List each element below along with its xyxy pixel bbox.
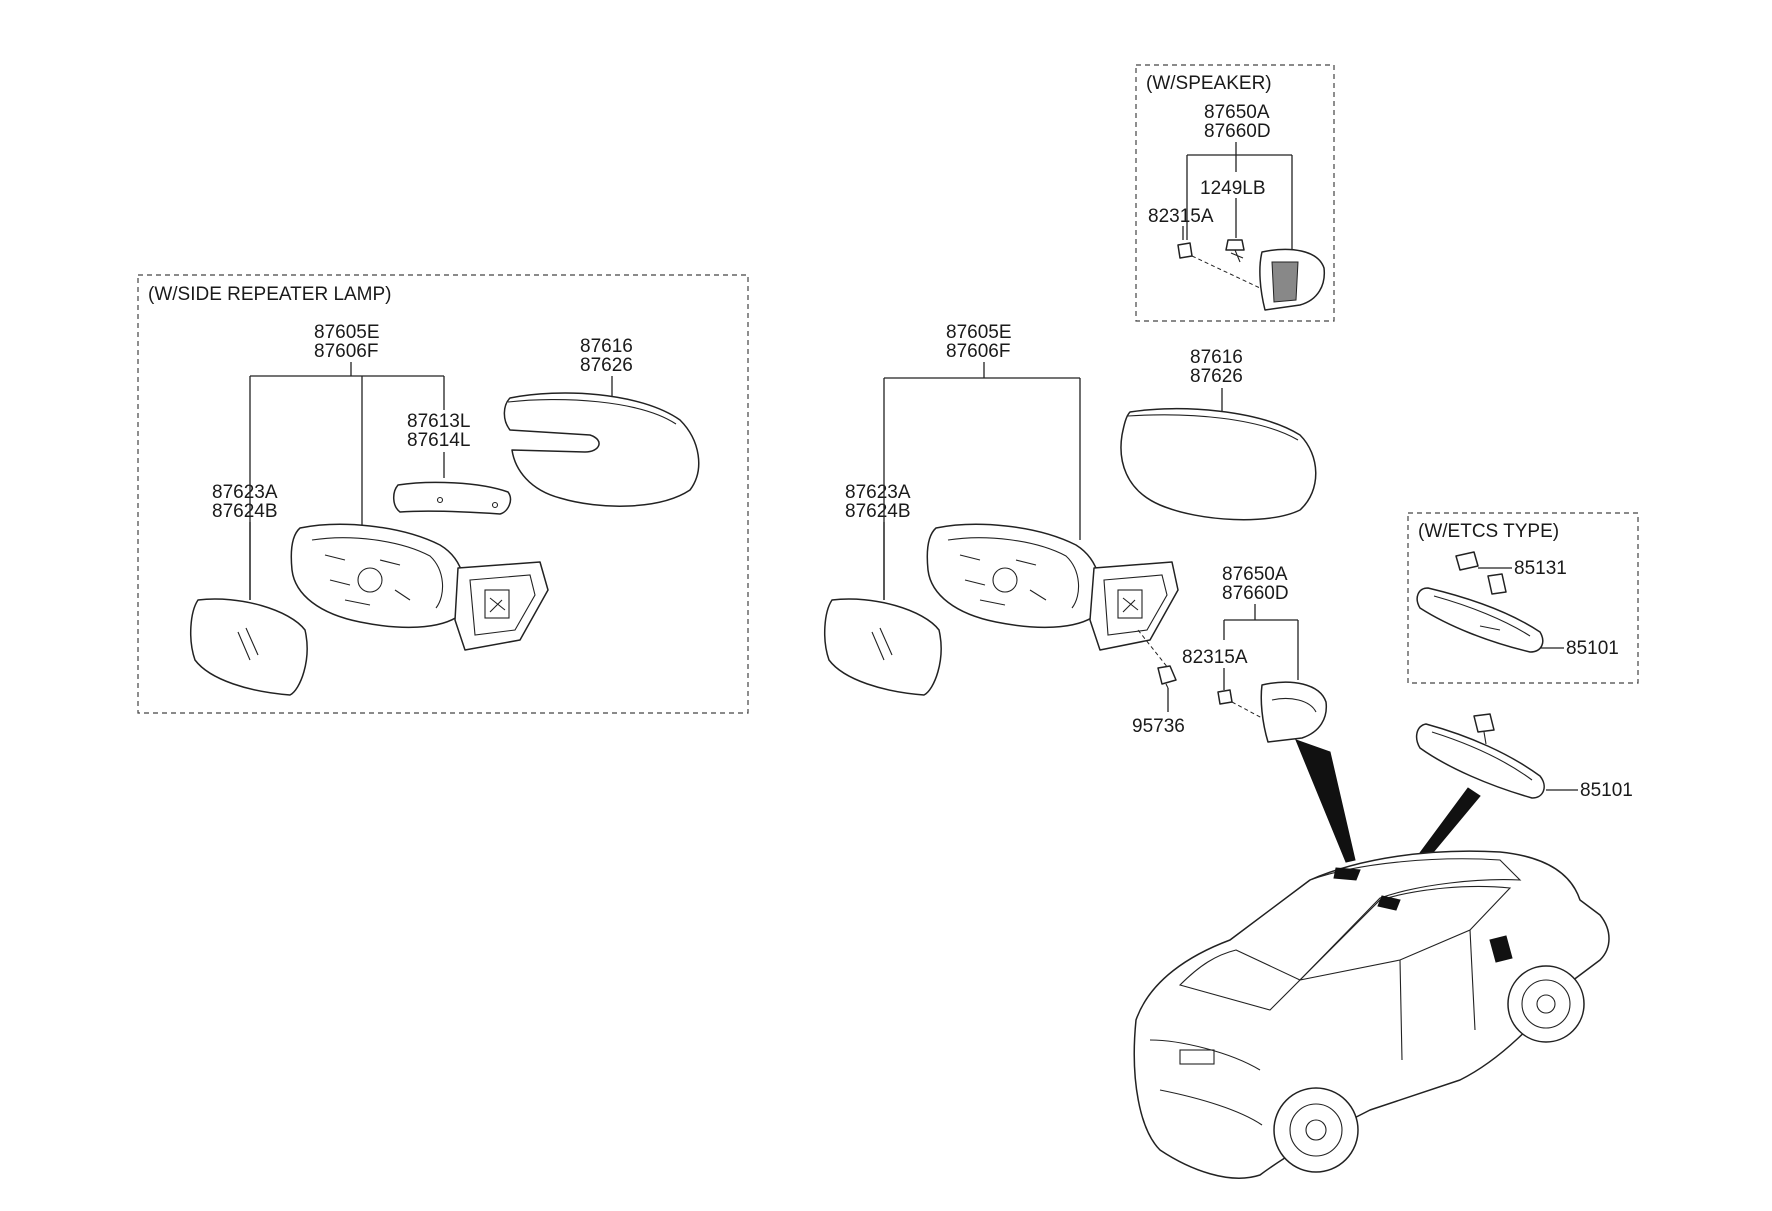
- car-roof-marker-2: [1377, 895, 1401, 911]
- car-license-plate: [1179, 1049, 1215, 1065]
- part-number-85131: 85131: [1514, 558, 1567, 579]
- car-roofline: [1229, 858, 1522, 981]
- part-number-87623A: 87623A: [212, 482, 278, 503]
- part-number-87605E-std: 87605E: [946, 322, 1012, 343]
- part-number-87650A-speaker: 87650A: [1204, 102, 1270, 123]
- side-repeater-group-box: [137, 274, 749, 714]
- part-number-87623A-std: 87623A: [845, 482, 911, 503]
- part-number-1249LB: 1249LB: [1200, 178, 1266, 199]
- mirror-cover: [503, 392, 700, 507]
- speaker-group-title: (W/SPEAKER): [1146, 73, 1272, 94]
- part-number-87626: 87626: [580, 355, 633, 376]
- car-roof-marker-1: [1333, 867, 1361, 881]
- part-number-85101-etcs: 85101: [1566, 638, 1619, 659]
- rearview-mirror: [1415, 713, 1545, 799]
- clip-82315A: [1217, 689, 1263, 719]
- leader-87605E: [249, 362, 445, 600]
- part-number-87606F: 87606F: [314, 341, 378, 362]
- part-number-87650A-std: 87650A: [1222, 564, 1288, 585]
- speaker-clip: [1177, 242, 1261, 289]
- mirror-glass-std: [824, 598, 942, 696]
- leader-87650A-speaker: [1186, 142, 1293, 250]
- speaker-triangle-cover: [1259, 248, 1326, 311]
- speaker-group-box: [1135, 64, 1335, 322]
- part-number-87616-std: 87616: [1190, 347, 1243, 368]
- mirror-housing: [290, 523, 549, 651]
- part-number-87605E: 87605E: [314, 322, 380, 343]
- triangle-cover: [1260, 681, 1328, 743]
- part-number-87660D-std: 87660D: [1222, 583, 1289, 604]
- etcs-rearview-mirror: [1416, 587, 1544, 653]
- car-trunk-lines: [1149, 1039, 1263, 1126]
- side-repeater-lamp: [393, 481, 512, 515]
- mirror-housing-std: [926, 523, 1179, 669]
- part-number-87613L: 87613L: [407, 411, 470, 432]
- car-side-mirror: [1489, 935, 1513, 963]
- etcs-group-title: (W/ETCS TYPE): [1418, 521, 1559, 542]
- side-repeater-group: (W/SIDE REPEATER LAMP) 87605E 87606F 876…: [137, 274, 749, 714]
- part-number-82315A-speaker: 82315A: [1148, 206, 1214, 227]
- car-door-lines: [1399, 929, 1476, 1061]
- standard-mirror-group: 87605E 87606F 87616 87626 87623A 87624B …: [824, 322, 1633, 801]
- leader-87650A-std: [1223, 604, 1299, 680]
- car-front-wheel: [1507, 965, 1585, 1043]
- car-illustration: [1133, 739, 1610, 1179]
- speaker-screw: [1225, 239, 1245, 263]
- part-number-87660D-speaker: 87660D: [1204, 121, 1271, 142]
- mirror-glass: [190, 598, 308, 696]
- screw-95736: [1157, 665, 1177, 689]
- part-number-87616: 87616: [580, 336, 633, 357]
- leader-87605E-std: [883, 362, 1081, 600]
- part-number-87624B-std: 87624B: [845, 501, 911, 522]
- part-number-87614L: 87614L: [407, 430, 470, 451]
- part-number-87626-std: 87626: [1190, 366, 1243, 387]
- car-rear-wheel: [1273, 1087, 1359, 1173]
- part-number-95736: 95736: [1132, 716, 1185, 737]
- speaker-group: (W/SPEAKER) 87650A 87660D 1249LB 82315A: [1135, 64, 1335, 322]
- car-rear-window: [1178, 949, 1301, 1011]
- etcs-module: [1455, 551, 1507, 595]
- part-number-87624B: 87624B: [212, 501, 278, 522]
- part-number-85101: 85101: [1580, 780, 1633, 801]
- pointer-to-triangle-cover: [1295, 739, 1356, 863]
- part-number-87606F-std: 87606F: [946, 341, 1010, 362]
- part-number-82315A-std: 82315A: [1182, 647, 1248, 668]
- etcs-group-box: [1407, 512, 1639, 684]
- etcs-group: (W/ETCS TYPE) 85131 85101: [1407, 512, 1639, 684]
- side-repeater-group-title: (W/SIDE REPEATER LAMP): [148, 284, 392, 305]
- mirror-cover-std: [1120, 407, 1317, 521]
- car-side-windows: [1298, 885, 1512, 981]
